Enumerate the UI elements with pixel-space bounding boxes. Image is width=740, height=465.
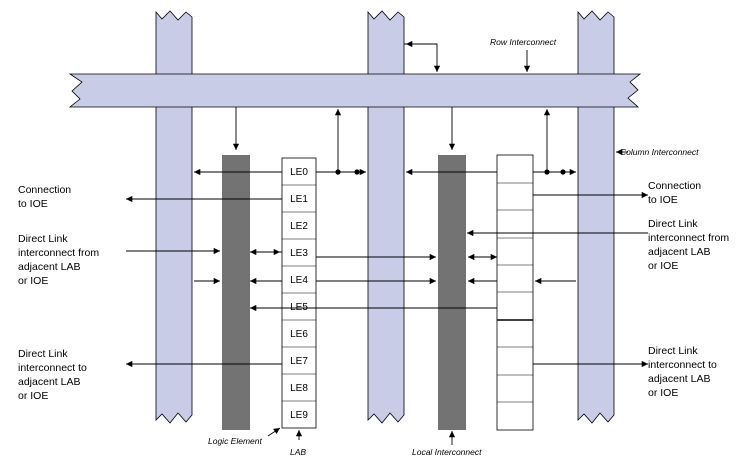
left-direct-link-to-line4: or IOE xyxy=(18,390,48,402)
le1-label: LE1 xyxy=(290,194,308,205)
right-direct-link-to-line1: Direct Link xyxy=(648,345,698,357)
le5-label: LE5 xyxy=(290,302,308,313)
adjacent-lab-column xyxy=(496,154,534,431)
right-direct-link-from-line2: interconnect from xyxy=(648,232,729,244)
left-connection-ioe-line2: to IOE xyxy=(18,198,48,210)
local-interconnect-bundle-left xyxy=(222,155,250,430)
lab-label: LAB xyxy=(290,447,306,457)
le2-label: LE2 xyxy=(290,221,308,232)
left-direct-link-from-line3: adjacent LAB xyxy=(18,261,80,273)
column-interconnect-bar-1 xyxy=(155,10,193,424)
right-direct-link-to-line3: adjacent LAB xyxy=(648,373,710,385)
le3-label: LE3 xyxy=(290,248,308,259)
right-direct-link-from-line4: or IOE xyxy=(648,260,678,272)
right-direct-link-to-line4: or IOE xyxy=(648,387,678,399)
local-interconnect-bundle-right xyxy=(438,155,466,430)
right-direct-link-from-line3: adjacent LAB xyxy=(648,246,710,258)
le7-label: LE7 xyxy=(290,356,308,367)
logic-element-label: Logic Element xyxy=(208,436,263,446)
right-direct-link-to-line2: interconnect to xyxy=(648,359,717,371)
column-interconnect-bar-2 xyxy=(367,10,405,424)
le9-label: LE9 xyxy=(290,410,308,421)
left-connection-ioe-line1: Connection xyxy=(18,184,71,196)
row-interconnect-bar xyxy=(68,73,642,108)
le6-label: LE6 xyxy=(290,329,308,340)
right-connection-ioe-line1: Connection xyxy=(648,180,701,192)
left-direct-link-to-line3: adjacent LAB xyxy=(18,376,80,388)
local-interconnect-label: Local Interconnect xyxy=(412,447,482,457)
le4-label: LE4 xyxy=(290,275,308,286)
right-direct-link-from-line1: Direct Link xyxy=(648,218,698,230)
signal-wires xyxy=(126,40,648,445)
lab-logic-element-column: LE0 LE1 LE2 LE3 LE4 LE5 LE6 LE7 LE8 LE9 xyxy=(281,157,317,429)
left-direct-link-from-line4: or IOE xyxy=(18,275,48,287)
le8-label: LE8 xyxy=(290,383,308,394)
column-interconnect-label: Column Interconnect xyxy=(620,147,699,157)
left-direct-link-from-line1: Direct Link xyxy=(18,233,68,245)
row-interconnect-label: Row Interconnect xyxy=(490,37,557,47)
right-connection-ioe-line2: to IOE xyxy=(648,194,678,206)
junction-dots xyxy=(335,169,566,175)
column-interconnect-bar-3 xyxy=(577,10,615,424)
left-side-labels: Connection to IOE Direct Link interconne… xyxy=(18,184,99,402)
left-direct-link-to-line1: Direct Link xyxy=(18,348,68,360)
right-side-labels: Connection to IOE Direct Link interconne… xyxy=(648,180,729,399)
left-direct-link-to-line2: interconnect to xyxy=(18,362,87,374)
le0-label: LE0 xyxy=(290,167,308,178)
left-direct-link-from-line2: interconnect from xyxy=(18,247,99,259)
